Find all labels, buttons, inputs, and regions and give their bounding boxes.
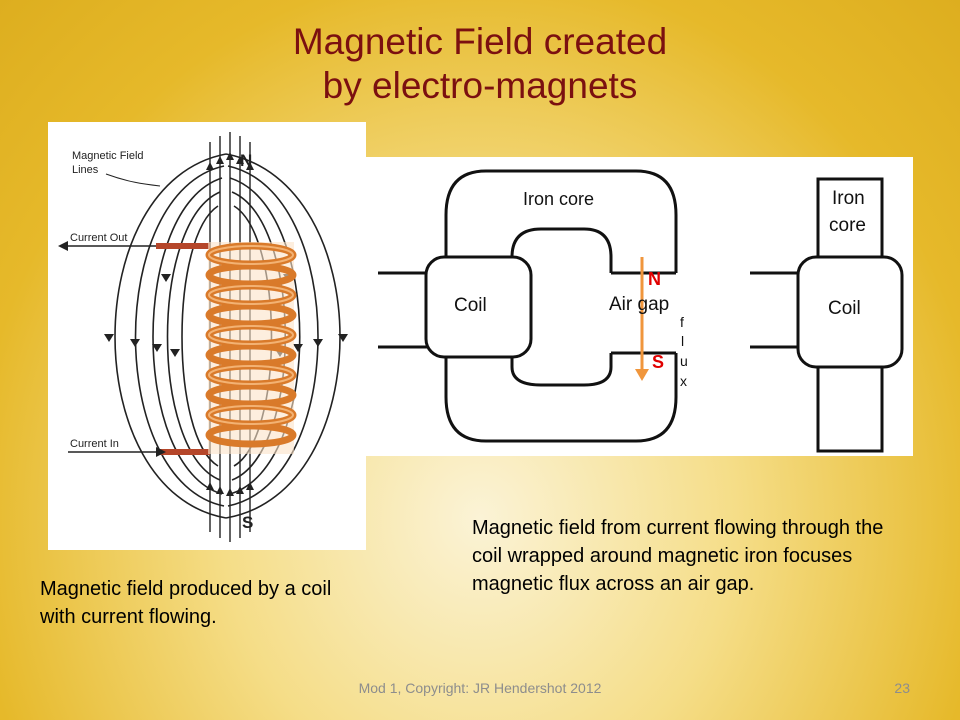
- field-label-leader: [105, 173, 161, 187]
- copper-coil: [205, 242, 297, 454]
- iron-core-label: Iron core: [523, 189, 594, 209]
- coil-label-right: Coil: [828, 298, 861, 319]
- north-pole-label: N: [648, 269, 661, 289]
- field-lines-label-1: Magnetic Field: [72, 150, 144, 162]
- coil-label-left: Coil: [454, 295, 487, 316]
- slide-number: 23: [894, 680, 910, 696]
- field-lines-label-2: Lines: [72, 164, 99, 176]
- left-caption: Magnetic field produced by a coil with c…: [40, 578, 332, 628]
- solenoid-field-figure: Magnetic Field Lines Current Out Current…: [48, 122, 366, 550]
- air-gap-label: Air gap: [609, 294, 669, 315]
- iron-core-label-right-1: Iron: [832, 188, 865, 209]
- current-in-label: Current In: [70, 438, 119, 450]
- slide-title: Magnetic Field created by electro-magnet…: [0, 20, 960, 108]
- current-out-arrow: [58, 241, 68, 251]
- south-pole-label: S: [652, 352, 664, 372]
- flux-arrow-head: [635, 369, 649, 381]
- north-pole-label: N: [240, 151, 252, 170]
- south-pole-label: S: [242, 513, 253, 532]
- footer-copyright: Mod 1, Copyright: JR Hendershot 2012: [358, 680, 602, 696]
- flux-vertical-label: f l u x: [680, 314, 688, 389]
- current-in-arrow: [156, 447, 166, 457]
- coil-box-right: [796, 255, 904, 369]
- current-out-label: Current Out: [70, 232, 127, 244]
- field-lines-left: [114, 153, 227, 519]
- internal-up-arrows: [206, 152, 254, 496]
- iron-core-label-right-2: core: [829, 215, 866, 236]
- coil-leads-left: [378, 271, 428, 349]
- flux-letter-x: x: [680, 373, 687, 389]
- flux-letter-u: u: [680, 353, 688, 369]
- title-line-2: by electro-magnets: [322, 65, 638, 106]
- coil-box-left: [424, 255, 533, 359]
- flux-letter-f: f: [680, 314, 684, 330]
- flux-letter-l: l: [681, 333, 684, 349]
- title-line-1: Magnetic Field created: [292, 21, 668, 62]
- iron-core-figure: Iron core Coil Air gap N S f l u x Iron …: [366, 157, 913, 456]
- right-caption: Magnetic field from current flowing thro…: [472, 517, 884, 595]
